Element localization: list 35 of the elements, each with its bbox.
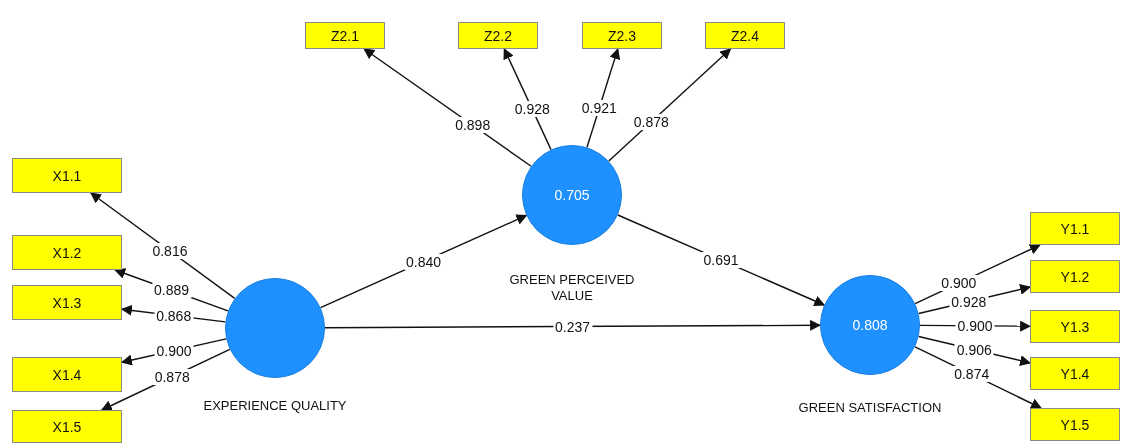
indicator-box: Z2.3 [582, 22, 662, 49]
path-coefficient: 0.878 [631, 113, 671, 130]
construct-name: GREEN PERCEIVED VALUE [508, 272, 636, 304]
indicator-box: Y1.4 [1030, 357, 1120, 390]
indicator-box: Y1.2 [1030, 260, 1120, 293]
indicator-box: Z2.2 [458, 22, 538, 49]
r-squared-value: 0.705 [554, 187, 590, 203]
path-coefficient: 0.928 [512, 101, 552, 118]
construct-name: EXPERIENCE QUALITY [202, 398, 348, 414]
path-coefficient: 0.816 [150, 243, 190, 259]
path-coefficient: 0.898 [453, 117, 493, 134]
path-coefficient: 0.889 [152, 282, 192, 299]
arrow [363, 48, 532, 167]
path-coefficient: 0.840 [404, 253, 443, 270]
path-coefficient: 0.691 [701, 252, 741, 268]
indicator-box: Y1.1 [1030, 212, 1120, 245]
indicator-box: Y1.5 [1030, 408, 1120, 441]
path-coefficient: 0.900 [939, 275, 979, 292]
construct-name: GREEN SATISFACTION [797, 400, 943, 416]
path-coefficient: 0.900 [154, 342, 194, 359]
r-squared-value: 0.808 [852, 317, 888, 333]
indicator-box: Y1.3 [1030, 310, 1120, 343]
path-coefficient: 0.874 [952, 366, 992, 383]
path-coefficient: 0.906 [954, 341, 994, 358]
path-coefficient: 0.878 [152, 368, 192, 385]
indicator-box: X1.5 [12, 410, 122, 443]
path-coefficient: 0.921 [579, 99, 619, 116]
arrow [324, 319, 822, 331]
indicator-box: X1.2 [12, 235, 122, 270]
indicator-box: X1.4 [12, 357, 122, 392]
indicator-box: X1.3 [12, 285, 122, 320]
path-coefficient: 0.928 [949, 293, 989, 310]
indicator-box: X1.1 [12, 158, 122, 193]
indicator-box: Z2.1 [305, 22, 385, 49]
indicator-box: Z2.4 [705, 22, 785, 49]
